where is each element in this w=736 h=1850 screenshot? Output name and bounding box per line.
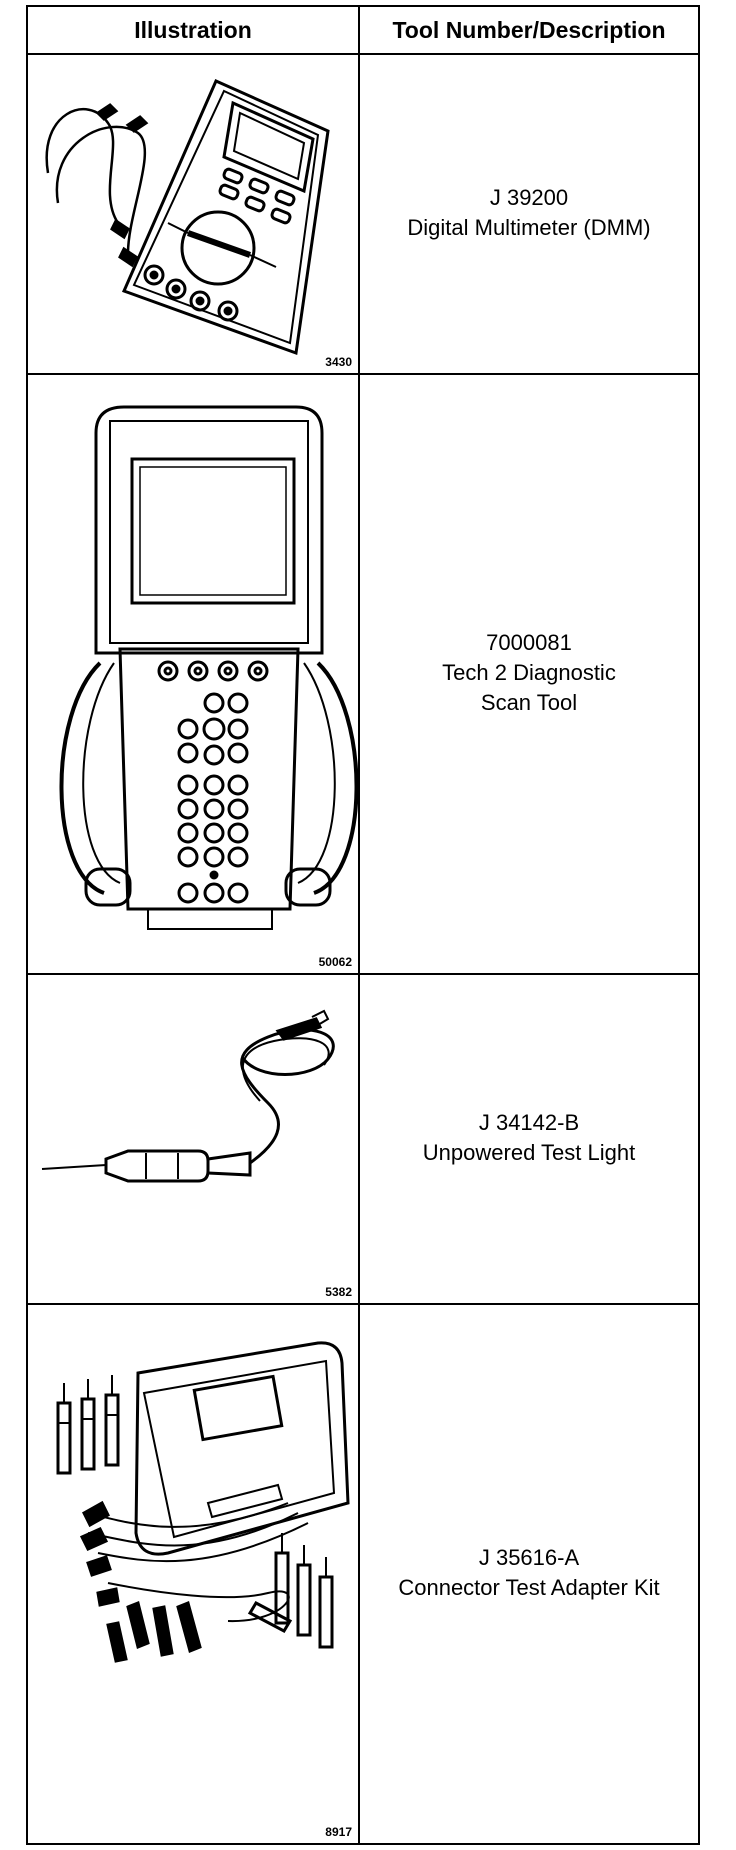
tool-description-line: Unpowered Test Light xyxy=(422,1140,636,1165)
table-row: 3430 J 39200 Digital Multimeter (DMM) xyxy=(28,53,698,375)
tool-description: 7000081 Tech 2 Diagnostic Scan Tool xyxy=(360,373,698,973)
illustration-cell: 8917 xyxy=(28,1303,358,1843)
special-tools-table: Illustration Tool Number/Description xyxy=(26,5,700,1845)
illustration-cell: 5382 xyxy=(28,973,358,1303)
figure-number: 3430 xyxy=(325,355,352,369)
tool-description: J 34142-B Unpowered Test Light xyxy=(360,973,698,1303)
test-light-icon xyxy=(41,1009,335,1183)
scan-tool-icon xyxy=(59,405,358,930)
tool-number: J 35616-A xyxy=(478,1545,580,1570)
figure-number: 8917 xyxy=(325,1825,352,1839)
tool-description-line: Connector Test Adapter Kit xyxy=(398,1575,660,1600)
tool-number: J 34142-B xyxy=(478,1110,580,1135)
illustration-cell: 50062 xyxy=(28,373,358,973)
table-header: Illustration Tool Number/Description xyxy=(28,7,698,55)
illustration-cell: 3430 xyxy=(28,53,358,373)
header-tool-description: Tool Number/Description xyxy=(392,17,666,43)
tool-description-line: Tech 2 Diagnostic xyxy=(442,660,616,685)
column-divider xyxy=(358,7,360,1843)
tool-number: J 39200 xyxy=(489,185,569,210)
multimeter-icon xyxy=(45,79,330,356)
tool-number: 7000081 xyxy=(486,630,572,655)
tool-description-line: Scan Tool xyxy=(480,690,578,715)
header-illustration: Illustration xyxy=(134,17,252,43)
figure-number: 50062 xyxy=(318,955,352,969)
tool-description-line: Digital Multimeter (DMM) xyxy=(407,215,651,240)
table-row: 5382 J 34142-B Unpowered Test Light xyxy=(28,973,698,1305)
adapter-kit-icon xyxy=(56,1341,350,1663)
figure-number: 5382 xyxy=(325,1285,352,1299)
table-row: 8917 J 35616-A Connector Test Adapter Ki… xyxy=(28,1303,698,1843)
tool-description: J 35616-A Connector Test Adapter Kit xyxy=(360,1303,698,1843)
tool-description: J 39200 Digital Multimeter (DMM) xyxy=(360,53,698,373)
table-row: 50062 7000081 Tech 2 Diagnostic Scan Too… xyxy=(28,373,698,975)
